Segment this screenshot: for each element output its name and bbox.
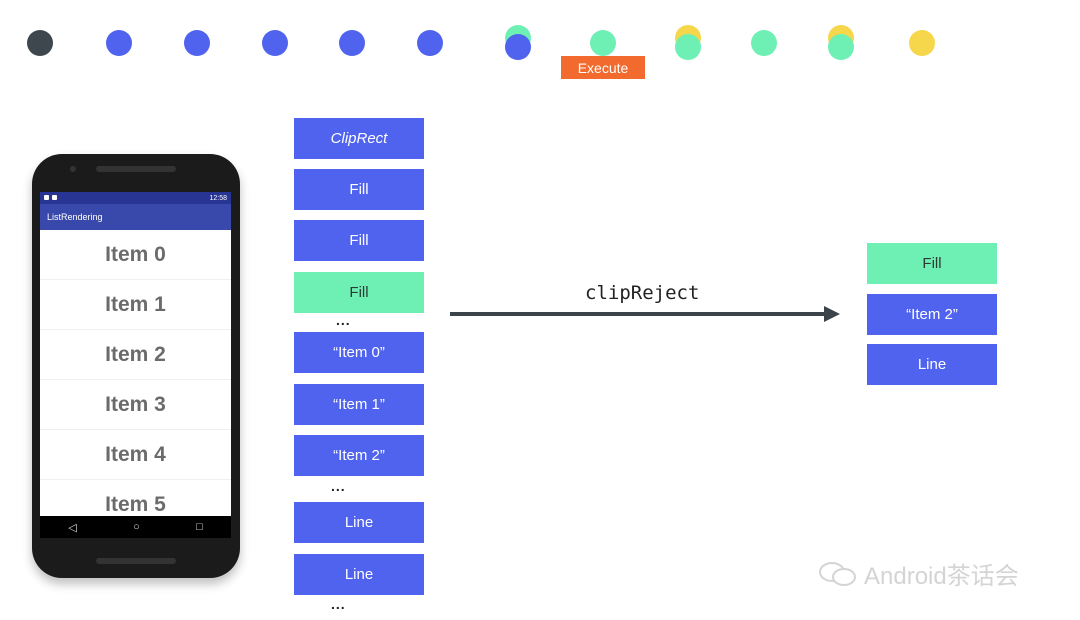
timeline-dot [262,30,288,56]
arrow-label: clipReject [585,282,700,304]
chat-bubbles-icon [819,561,856,586]
op-box: Fill [294,220,424,261]
timeline-dot [909,30,935,56]
op-box: ClipRect [294,118,424,159]
list-item[interactable]: Item 3 [40,380,231,430]
list-item[interactable]: Item 0 [40,230,231,280]
timeline-dot [505,34,531,60]
ellipsis: ... [336,312,351,328]
timeline-dot [590,30,616,56]
timeline-dot [27,30,53,56]
execute-label: Execute [561,56,645,79]
op-box: Line [867,344,997,385]
timeline-dot [828,34,854,60]
timeline-dot [751,30,777,56]
op-box: “Item 2” [294,435,424,476]
phone-screen: 12:58 ListRendering Item 0 Item 1 Item 2… [40,192,231,538]
op-box: “Item 1” [294,384,424,425]
watermark: Android茶话会 [818,556,1019,591]
app-bar: ListRendering [40,204,231,230]
timeline-dot [339,30,365,56]
op-box-highlighted: Fill [867,243,997,284]
status-icons [44,194,60,202]
back-icon[interactable]: ◁ [68,521,77,534]
status-bar: 12:58 [40,192,231,204]
op-box: “Item 0” [294,332,424,373]
list-item[interactable]: Item 2 [40,330,231,380]
app-title: ListRendering [47,212,103,222]
op-box: “Item 2” [867,294,997,335]
list-item[interactable]: Item 4 [40,430,231,480]
op-box: Line [294,502,424,543]
ellipsis: ... [331,478,346,494]
op-box-highlighted: Fill [294,272,424,313]
phone-mockup: 12:58 ListRendering Item 0 Item 1 Item 2… [32,154,240,578]
home-icon[interactable]: ○ [133,521,140,533]
item-list: Item 0 Item 1 Item 2 Item 3 Item 4 Item … [40,230,231,530]
status-time: 12:58 [209,194,227,202]
recent-apps-icon[interactable]: □ [196,521,203,533]
phone-camera [70,166,76,172]
ellipsis: ... [331,596,346,612]
phone-speaker-bottom [96,558,176,564]
phone-speaker [96,166,176,172]
arrow [450,306,840,322]
op-box: Fill [294,169,424,210]
watermark-text: Android茶话会 [864,563,1019,590]
timeline-dot [184,30,210,56]
op-box: Line [294,554,424,595]
list-item[interactable]: Item 1 [40,280,231,330]
timeline-dot [675,34,701,60]
timeline-dot [417,30,443,56]
timeline-dot [106,30,132,56]
nav-bar: ◁ ○ □ [40,516,231,538]
